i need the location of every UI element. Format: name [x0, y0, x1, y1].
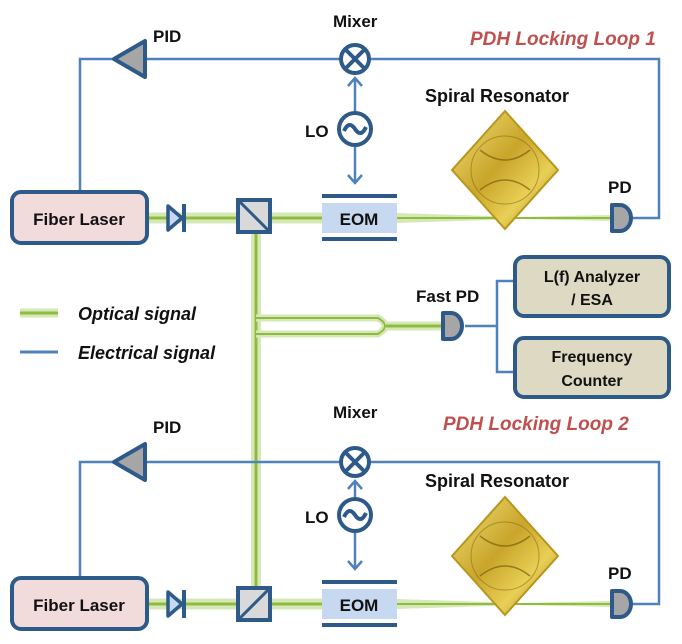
oscillator-icon[interactable] [337, 111, 373, 147]
elec-loop2-pd-mixer [370, 460, 661, 606]
arrow-up-icon [347, 76, 363, 87]
pid-label: PID [153, 418, 181, 437]
legend: Optical signal Electrical signal [20, 304, 216, 363]
elec-loop2-pid-laser [78, 460, 114, 578]
elec-loop1-pid-laser [78, 57, 114, 192]
mixer-label: Mixer [333, 403, 378, 422]
arrow-down-icon [347, 174, 363, 185]
laser-label: Fiber Laser [33, 596, 125, 615]
eom-label: EOM [340, 210, 379, 229]
resonator-label: Spiral Resonator [425, 471, 569, 491]
loop2-title: PDH Locking Loop 2 [443, 414, 629, 435]
pd-label: PD [608, 178, 632, 197]
legend-electrical-label: Electrical signal [78, 343, 216, 363]
beam-splitter-icon[interactable] [236, 586, 272, 622]
electrical-paths [78, 57, 661, 606]
arrow-down-icon [347, 560, 363, 571]
spiral-resonator-1[interactable] [450, 109, 560, 231]
fiber-laser-2[interactable]: Fiber Laser [10, 576, 149, 631]
eom-2[interactable]: EOM [322, 580, 397, 627]
loop1-title: PDH Locking Loop 1 [470, 29, 656, 50]
fast-photodetector-icon[interactable] [441, 311, 464, 341]
spiral-resonator-2[interactable] [450, 495, 560, 617]
analyzer-label-line1: L(f) Analyzer [544, 269, 640, 286]
pid-label: PID [153, 27, 181, 46]
counter-label-line1: Frequency [552, 349, 633, 366]
beam-splitter-icon[interactable] [236, 198, 272, 234]
oscillator-icon[interactable] [337, 497, 373, 533]
pid-amplifier-icon[interactable] [112, 39, 147, 79]
photodetector-icon[interactable] [610, 589, 633, 619]
photodetector-icon[interactable] [610, 203, 633, 233]
analyzer-label-line2: / ESA [571, 292, 613, 309]
laser-label: Fiber Laser [33, 210, 125, 229]
phase-noise-analyzer[interactable]: L(f) Analyzer / ESA [513, 255, 671, 318]
legend-optical-label: Optical signal [78, 304, 197, 324]
elec-analyzer-branch [495, 279, 515, 374]
isolator-icon[interactable] [166, 204, 186, 232]
optical-combiner-glow [256, 314, 389, 338]
pd-label: PD [608, 564, 632, 583]
pid-amplifier-icon[interactable] [112, 442, 147, 482]
elec-loop1-pd-mixer [370, 57, 661, 220]
fast-pd-label: Fast PD [416, 287, 479, 306]
lo-label: LO [305, 508, 329, 527]
mixer-icon[interactable] [339, 446, 371, 478]
beat-note: Fast PD L(f) Analyzer / ESA Frequency Co… [416, 255, 671, 399]
loop1: PDH Locking Loop 1 PID Mixer LO EOM Spir… [10, 12, 656, 245]
eom-1[interactable]: EOM [322, 194, 397, 241]
fiber-laser-1[interactable]: Fiber Laser [10, 190, 149, 245]
resonator-label: Spiral Resonator [425, 86, 569, 106]
mixer-label: Mixer [333, 12, 378, 31]
loop2: PDH Locking Loop 2 PID Mixer LO EOM Spir… [10, 403, 633, 631]
counter-label-line2: Counter [561, 373, 622, 390]
lo-label: LO [305, 122, 329, 141]
mixer-icon[interactable] [339, 43, 371, 75]
isolator-icon[interactable] [166, 590, 186, 618]
frequency-counter[interactable]: Frequency Counter [513, 336, 671, 399]
eom-label: EOM [340, 596, 379, 615]
arrow-up-icon [347, 479, 363, 490]
